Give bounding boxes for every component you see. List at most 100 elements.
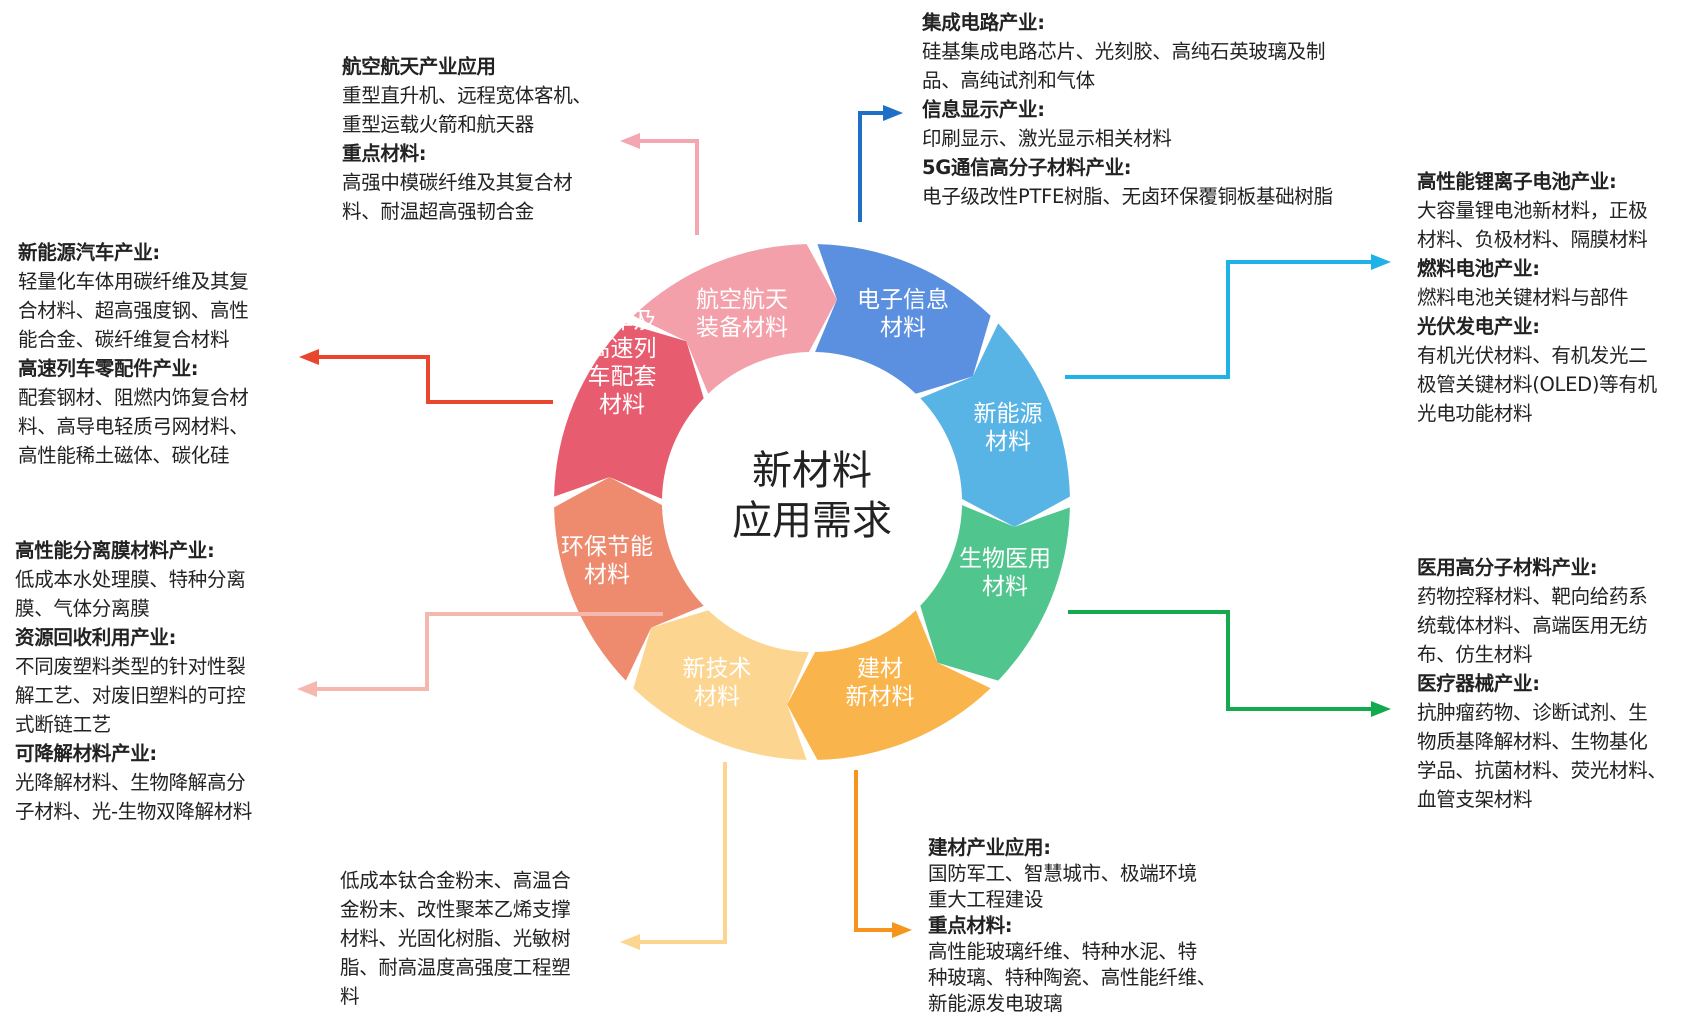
materials-text: 重大工程建设	[928, 888, 1044, 911]
materials-text: 低成本钛合金粉末、高温合	[340, 869, 571, 892]
connector-line-auto	[319, 355, 553, 404]
segment-label-eco-2: 材料	[584, 562, 630, 588]
arrow-head-building	[892, 922, 912, 938]
materials-text: 光降解材料、生物降解高分	[15, 771, 246, 794]
segment-label-aero-1: 航空航天	[696, 287, 788, 313]
arrow-head-auto	[299, 349, 319, 365]
industry-heading: 重点材料:	[928, 914, 1013, 937]
segment-label-bio-medical-1: 生物医用	[959, 546, 1051, 572]
materials-text: 能合金、碳纤维复合材料	[18, 328, 230, 351]
materials-text: 重型直升机、远程宽体客机、	[342, 84, 592, 107]
materials-text: 电子级改性PTFE树脂、无卤环保覆铜板基础树脂	[922, 185, 1333, 208]
materials-text: 血管支架材料	[1417, 788, 1533, 811]
center-title-line1: 新材料	[752, 448, 872, 494]
segment-label-building-1: 建材	[857, 656, 903, 682]
materials-text: 布、仿生材料	[1417, 643, 1533, 666]
segment-label-new-energy-1: 新能源	[974, 401, 1043, 427]
materials-text: 子材料、光-生物双降解材料	[15, 800, 253, 823]
industry-heading: 信息显示产业:	[922, 98, 1045, 121]
materials-text: 料、耐温超高强韧合金	[342, 200, 535, 223]
industry-heading: 航空航天产业应用	[342, 55, 496, 78]
segment-label-new-tech-1: 新技术	[683, 656, 752, 682]
segment-label-electronics-2: 材料	[880, 315, 926, 341]
arrow-head-eco	[297, 681, 317, 697]
segment-label-building-2: 新材料	[846, 684, 915, 710]
ring-segment-new-tech	[633, 610, 809, 760]
segment-label-new-energy-2: 材料	[985, 429, 1031, 455]
industry-heading: 重点材料:	[342, 142, 427, 165]
electronics-industry-box: 集成电路产业:硅基集成电路芯片、光刻胶、高纯石英玻璃及制品、高纯试剂和气体信息显…	[922, 8, 1333, 211]
auto-railway-industry-box: 新能源汽车产业:轻量化车体用碳纤维及其复合材料、超高强度钢、高性能合金、碳纤维复…	[18, 238, 249, 470]
segment-label-auto-4: 材料	[599, 392, 645, 418]
ring-segment-auto	[554, 323, 704, 499]
materials-text: 国防军工、智慧城市、极端环境	[928, 862, 1197, 885]
materials-text: 高性能稀土磁体、碳化硅	[18, 444, 230, 467]
materials-text: 极管关键材料(OLED)等有机	[1417, 373, 1657, 396]
industry-heading: 可降解材料产业:	[15, 742, 157, 765]
connector-line-electronics	[858, 111, 883, 222]
industry-heading: 高性能锂离子电池产业:	[1417, 170, 1617, 193]
materials-text: 金粉末、改性聚苯乙烯支撑	[340, 898, 571, 921]
segment-label-bio-medical-2: 材料	[982, 574, 1028, 600]
arrow-head-bio-medical	[1371, 701, 1391, 717]
materials-text: 膜、气体分离膜	[15, 597, 150, 620]
materials-text: 配套钢材、阻燃内饰复合材	[18, 386, 249, 409]
materials-text: 印刷显示、激光显示相关材料	[922, 127, 1172, 150]
industry-heading: 高速列车零配件产业:	[18, 357, 199, 380]
materials-text: 料	[340, 985, 360, 1008]
aerospace-industry-box: 航空航天产业应用重型直升机、远程宽体客机、重型运载火箭和航天器重点材料:高强中模…	[342, 52, 592, 226]
ring-segment-new-energy	[920, 323, 1070, 527]
arrow-head-aero	[620, 133, 640, 149]
arrow-head-new-energy	[1371, 254, 1391, 270]
materials-text: 种玻璃、特种陶瓷、高性能纤维、	[928, 966, 1217, 989]
connector-line-building	[854, 770, 892, 932]
segment-labels: 电子信息材料新能源材料生物医用材料建材新材料新技术材料环保节能材料汽车及高速列车…	[561, 287, 1051, 710]
materials-text: 合材料、超高强度钢、高性	[18, 299, 249, 322]
materials-text: 新能源发电玻璃	[928, 992, 1063, 1015]
industry-heading: 新能源汽车产业:	[18, 241, 160, 264]
materials-text: 材料、光固化树脂、光敏树	[340, 927, 571, 950]
materials-text: 高强中模碳纤维及其复合材	[342, 171, 573, 194]
materials-text: 不同废塑料类型的针对性裂	[15, 655, 246, 678]
materials-text: 药物控释材料、靶向给药系	[1417, 585, 1648, 608]
materials-text: 高性能玻璃纤维、特种水泥、特	[928, 940, 1197, 963]
bio-medical-industry-box: 医用高分子材料产业: 药物控释材料、靶向给药系统载体材料、高端医用无纺布、仿生材料…	[1417, 553, 1667, 814]
materials-text: 大容量锂电池新材料，正极	[1417, 199, 1648, 222]
ring-segment-eco	[554, 477, 704, 681]
materials-text: 学品、抗菌材料、荧光材料、	[1417, 759, 1667, 782]
segment-label-auto-3: 车配套	[588, 364, 657, 390]
materials-text: 品、高纯试剂和气体	[922, 69, 1095, 92]
arrow-head-new-tech	[620, 934, 640, 950]
center-title-line2: 应用需求	[732, 498, 892, 544]
materials-text: 统载体材料、高端医用无纺	[1417, 614, 1648, 637]
materials-text: 式断链工艺	[15, 713, 112, 736]
materials-text: 脂、耐高温度高强度工程塑	[340, 956, 571, 979]
materials-text: 燃料电池关键材料与部件	[1417, 286, 1629, 309]
materials-text: 有机光伏材料、有机发光二	[1417, 344, 1648, 367]
materials-text: 光电功能材料	[1417, 402, 1533, 425]
segment-label-new-tech-2: 材料	[694, 684, 740, 710]
eco-energy-saving-industry-box: 高性能分离膜材料产业:低成本水处理膜、特种分离膜、气体分离膜资源回收利用产业:不…	[15, 536, 252, 826]
ring-segment-electronics	[815, 244, 991, 394]
connector-arrows	[297, 105, 1391, 950]
industry-heading: 5G通信高分子材料产业:	[922, 156, 1132, 179]
materials-text: 解工艺、对废旧塑料的可控	[15, 684, 246, 707]
ring-segment-bio-medical	[920, 505, 1070, 681]
industry-heading: 燃料电池产业:	[1417, 257, 1540, 280]
connector-line-bio-medical	[1068, 610, 1371, 711]
industry-heading: 资源回收利用产业:	[15, 626, 177, 649]
segment-label-eco-1: 环保节能	[561, 534, 653, 560]
building-materials-industry-box: 建材产业应用:国防军工、智慧城市、极端环境重大工程建设重点材料:高性能玻璃纤维、…	[928, 835, 1216, 1017]
ring-segments	[554, 244, 1070, 760]
connector-line-aero	[640, 139, 699, 235]
segment-label-aero-2: 装备材料	[696, 315, 788, 341]
connector-line-eco	[317, 612, 663, 691]
connector-line-new-energy	[1065, 260, 1371, 379]
materials-text: 硅基集成电路芯片、光刻胶、高纯石英玻璃及制	[922, 40, 1326, 63]
arrow-head-electronics	[883, 105, 903, 121]
industry-heading: 医用高分子材料产业:	[1417, 556, 1598, 579]
industry-heading: 光伏发电产业:	[1417, 315, 1540, 338]
industry-heading: 医疗器械产业:	[1417, 672, 1540, 695]
materials-text: 低成本水处理膜、特种分离	[15, 568, 246, 591]
